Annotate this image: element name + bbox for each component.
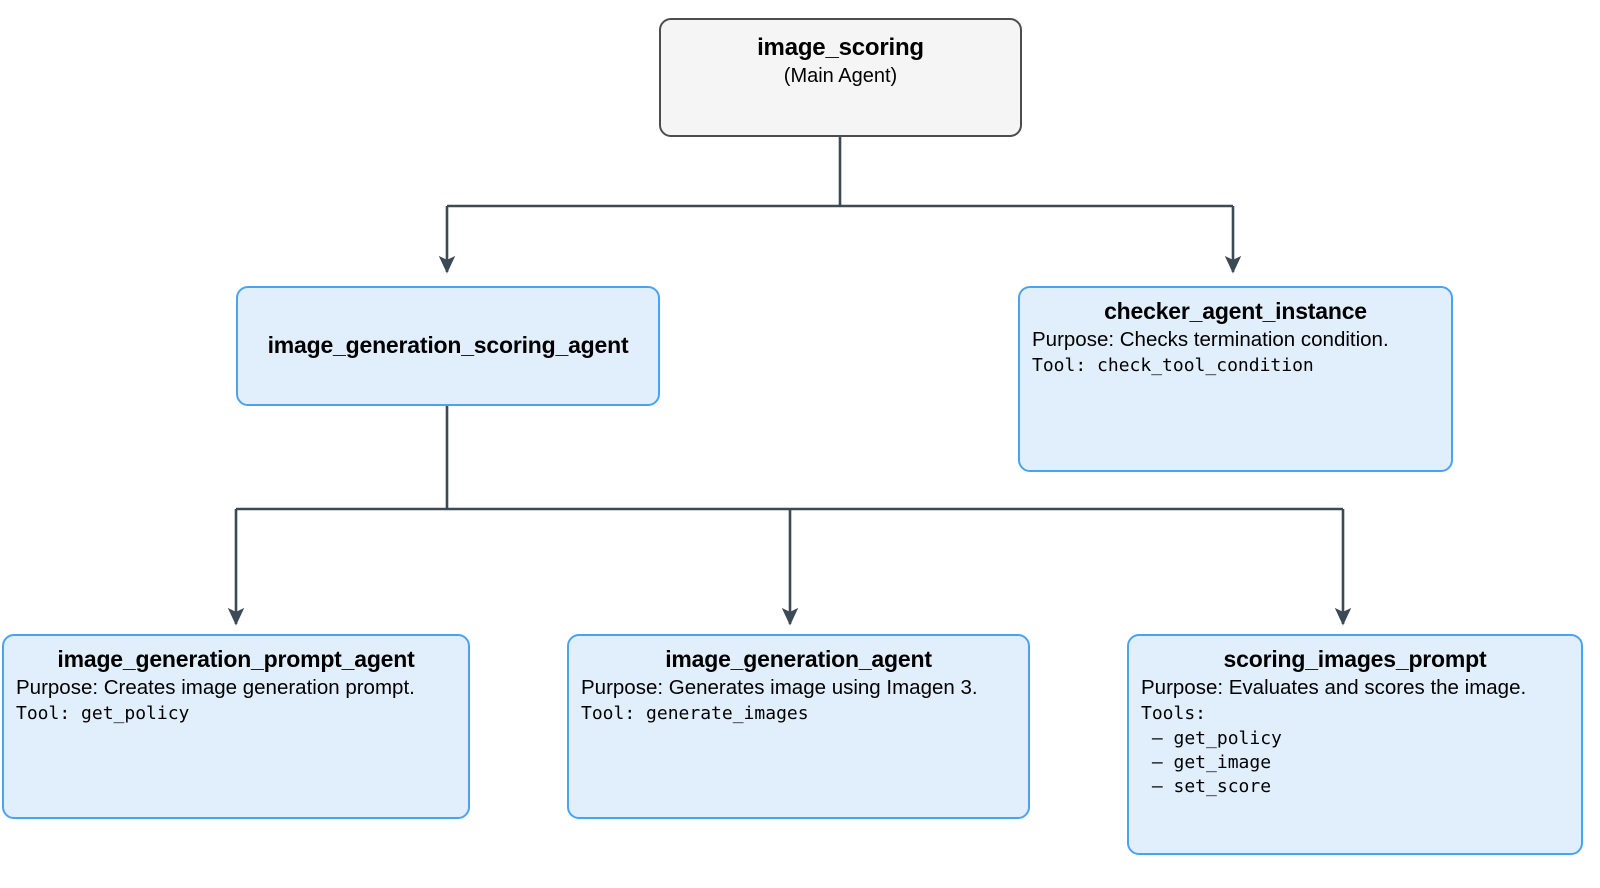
node-purpose: Purpose: Evaluates and scores the image. xyxy=(1141,676,1527,700)
node-image-scoring[interactable]: image_scoring (Main Agent) xyxy=(659,18,1022,137)
node-image-generation-agent[interactable]: image_generation_agent Purpose: Generate… xyxy=(567,634,1030,819)
node-title: image_generation_scoring_agent xyxy=(267,332,629,359)
node-purpose: Purpose: Checks termination condition. xyxy=(1032,328,1389,352)
node-checker-agent-instance[interactable]: checker_agent_instance Purpose: Checks t… xyxy=(1018,286,1453,472)
node-image-generation-prompt-agent[interactable]: image_generation_prompt_agent Purpose: C… xyxy=(2,634,470,819)
node-tools-label: Tools: xyxy=(1141,702,1207,724)
node-tools-list: – get_policy – get_image – set_score xyxy=(1151,727,1282,797)
node-purpose: Purpose: Generates image using Imagen 3. xyxy=(581,676,978,700)
node-purpose: Purpose: Creates image generation prompt… xyxy=(16,676,415,700)
node-title: image_generation_agent xyxy=(665,646,932,672)
node-subtitle: (Main Agent) xyxy=(783,65,898,88)
node-title: scoring_images_prompt xyxy=(1223,646,1487,672)
node-tool: Tool: check_tool_condition xyxy=(1032,354,1314,376)
node-tool: Tool: get_policy xyxy=(16,702,190,724)
node-title: checker_agent_instance xyxy=(1104,298,1367,324)
node-tool: Tool: generate_images xyxy=(581,702,809,724)
node-image-generation-scoring-agent[interactable]: image_generation_scoring_agent xyxy=(236,286,660,406)
node-scoring-images-prompt[interactable]: scoring_images_prompt Purpose: Evaluates… xyxy=(1127,634,1583,855)
node-title: image_scoring xyxy=(757,34,924,61)
node-title: image_generation_prompt_agent xyxy=(57,646,415,672)
